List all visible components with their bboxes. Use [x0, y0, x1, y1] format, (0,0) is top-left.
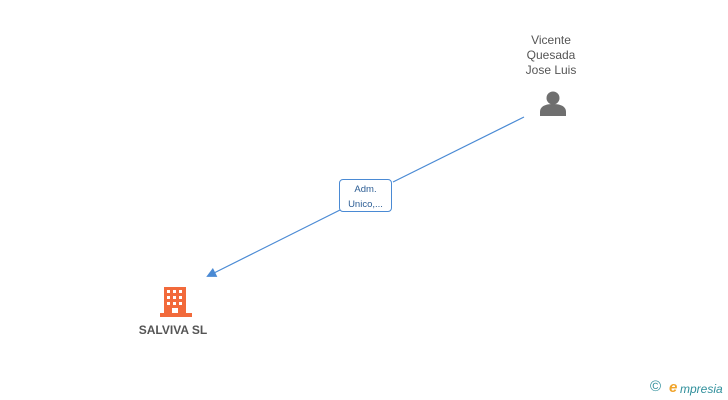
person-name-line-1: Vicente	[531, 33, 571, 47]
person-name-line-3: Jose Luis	[525, 63, 577, 77]
relationship-label-line-2: Unico,...	[348, 199, 383, 210]
person-icon[interactable]	[540, 91, 566, 117]
relationship-label-line-1: Adm.	[354, 184, 377, 195]
logo-text: mpresia	[680, 382, 723, 396]
relationship-label[interactable]: Adm. Unico,...	[339, 179, 392, 212]
company-name[interactable]: SALVIVA SL	[138, 323, 208, 337]
copyright-symbol: ©	[650, 378, 662, 395]
brand-logo: © e mpresia	[650, 378, 728, 398]
edge-line-lower	[206, 209, 341, 277]
person-name[interactable]: Vicente Quesada Jose Luis	[500, 33, 602, 78]
building-icon[interactable]	[160, 287, 192, 317]
logo-initial: e	[669, 379, 678, 396]
person-name-line-2: Quesada	[526, 48, 576, 62]
edge-line-upper	[392, 116, 525, 183]
